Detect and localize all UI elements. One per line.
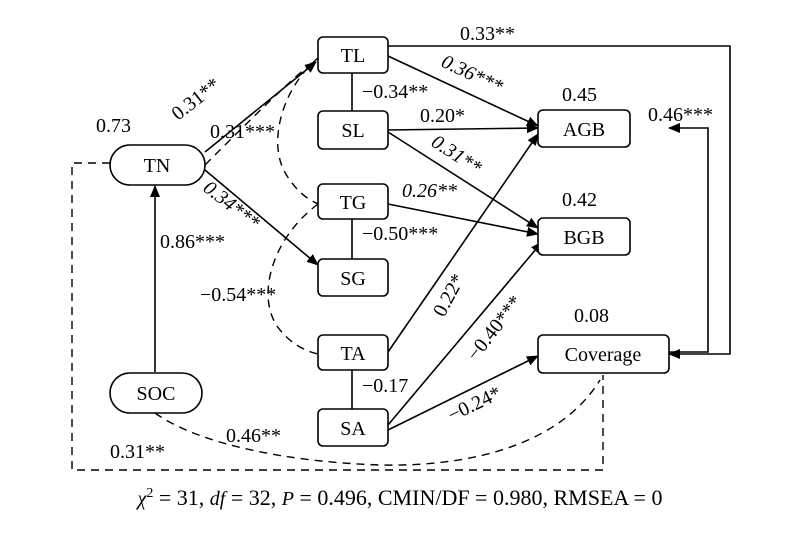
r2-coverage: 0.08 bbox=[574, 305, 609, 327]
node-sa-label: SA bbox=[340, 418, 366, 440]
coef-tl-sl: −0.34** bbox=[362, 81, 428, 103]
node-ta bbox=[317, 334, 389, 371]
model-fit-stats: χ2 = 31, df = 32, P = 0.496, CMIN/DF = 0… bbox=[136, 485, 663, 510]
arrow-ta-agb bbox=[387, 133, 539, 353]
cov-tn-tg-dash bbox=[277, 57, 319, 205]
coef-tl-coverage: 0.33** bbox=[460, 23, 515, 45]
coef-ta-agb: 0.22* bbox=[429, 270, 470, 320]
chi-value: = 31, bbox=[153, 485, 209, 510]
coef-tn-sa: −0.54*** bbox=[200, 284, 276, 306]
node-coverage bbox=[537, 334, 670, 374]
cov-soc-coverage-dash bbox=[154, 379, 601, 466]
coef-tn-tg: 0.31*** bbox=[210, 121, 275, 143]
node-bgb-label: BGB bbox=[563, 227, 604, 249]
node-sg-label: SG bbox=[340, 268, 366, 290]
coef-tn-tl: 0.31** bbox=[168, 74, 225, 125]
coef-sa-bgb: −0.40*** bbox=[463, 291, 527, 365]
chi-symbol: χ bbox=[136, 488, 148, 510]
cov-tg-ta-dash bbox=[267, 203, 319, 355]
node-agb-label: AGB bbox=[563, 119, 605, 141]
arrow-tg-bgb bbox=[387, 203, 539, 237]
df-value: = 32, bbox=[225, 485, 281, 510]
node-ta-label: TA bbox=[340, 343, 366, 365]
node-soc bbox=[109, 372, 203, 414]
arrow-tn-tl bbox=[204, 61, 317, 153]
coef-tg-bgb: 0.26** bbox=[402, 180, 457, 202]
fit-rest: = 0.496, CMIN/DF = 0.980, RMSEA = 0 bbox=[294, 485, 663, 510]
arrow-coverage-agb bbox=[668, 123, 709, 353]
node-tg bbox=[317, 183, 389, 220]
chi-sup: 2 bbox=[146, 486, 153, 501]
arrow-tl-agb bbox=[387, 55, 539, 127]
node-tn bbox=[109, 144, 206, 186]
coef-coverage-agb: 0.46*** bbox=[648, 104, 713, 126]
node-sl-label: SL bbox=[341, 120, 364, 142]
df-label: df bbox=[210, 488, 228, 510]
coef-soc-coverage: 0.46** bbox=[226, 425, 281, 447]
arrow-sa-bgb bbox=[387, 241, 543, 426]
node-sg bbox=[317, 258, 389, 297]
r2-bgb: 0.42 bbox=[562, 189, 597, 211]
arrow-sa-coverage bbox=[387, 355, 539, 431]
coef-sa-coverage: −0.24* bbox=[445, 382, 505, 426]
coef-tn-sg: 0.34*** bbox=[199, 177, 264, 234]
node-bgb bbox=[537, 217, 631, 256]
coef-tn-coverage: 0.31** bbox=[110, 441, 165, 463]
node-coverage-label: Coverage bbox=[565, 344, 642, 366]
node-tn-label: TN bbox=[144, 155, 171, 177]
r2-tn: 0.73 bbox=[96, 115, 131, 137]
node-tg-label: TG bbox=[340, 192, 367, 214]
coef-soc-tn: 0.86*** bbox=[160, 231, 225, 253]
node-sa bbox=[317, 408, 389, 447]
coef-sl-agb: 0.20* bbox=[420, 105, 465, 127]
node-tl bbox=[317, 36, 389, 74]
r2-agb: 0.45 bbox=[562, 84, 597, 106]
node-tl-label: TL bbox=[341, 45, 365, 67]
node-sl bbox=[317, 110, 389, 150]
coef-ta-sa: −0.17 bbox=[362, 375, 408, 397]
arrow-tn-sg bbox=[204, 169, 319, 266]
coef-tg-sg: −0.50*** bbox=[362, 223, 438, 245]
coef-sl-bgb: 0.31** bbox=[427, 131, 485, 179]
node-agb bbox=[537, 109, 631, 148]
node-soc-label: SOC bbox=[137, 383, 176, 405]
arrow-sl-agb bbox=[387, 123, 539, 134]
arrow-sl-bgb bbox=[387, 131, 539, 229]
coef-tl-agb: 0.36*** bbox=[438, 51, 506, 98]
arrow-tl-coverage bbox=[388, 45, 731, 359]
p-label: P bbox=[281, 488, 294, 510]
